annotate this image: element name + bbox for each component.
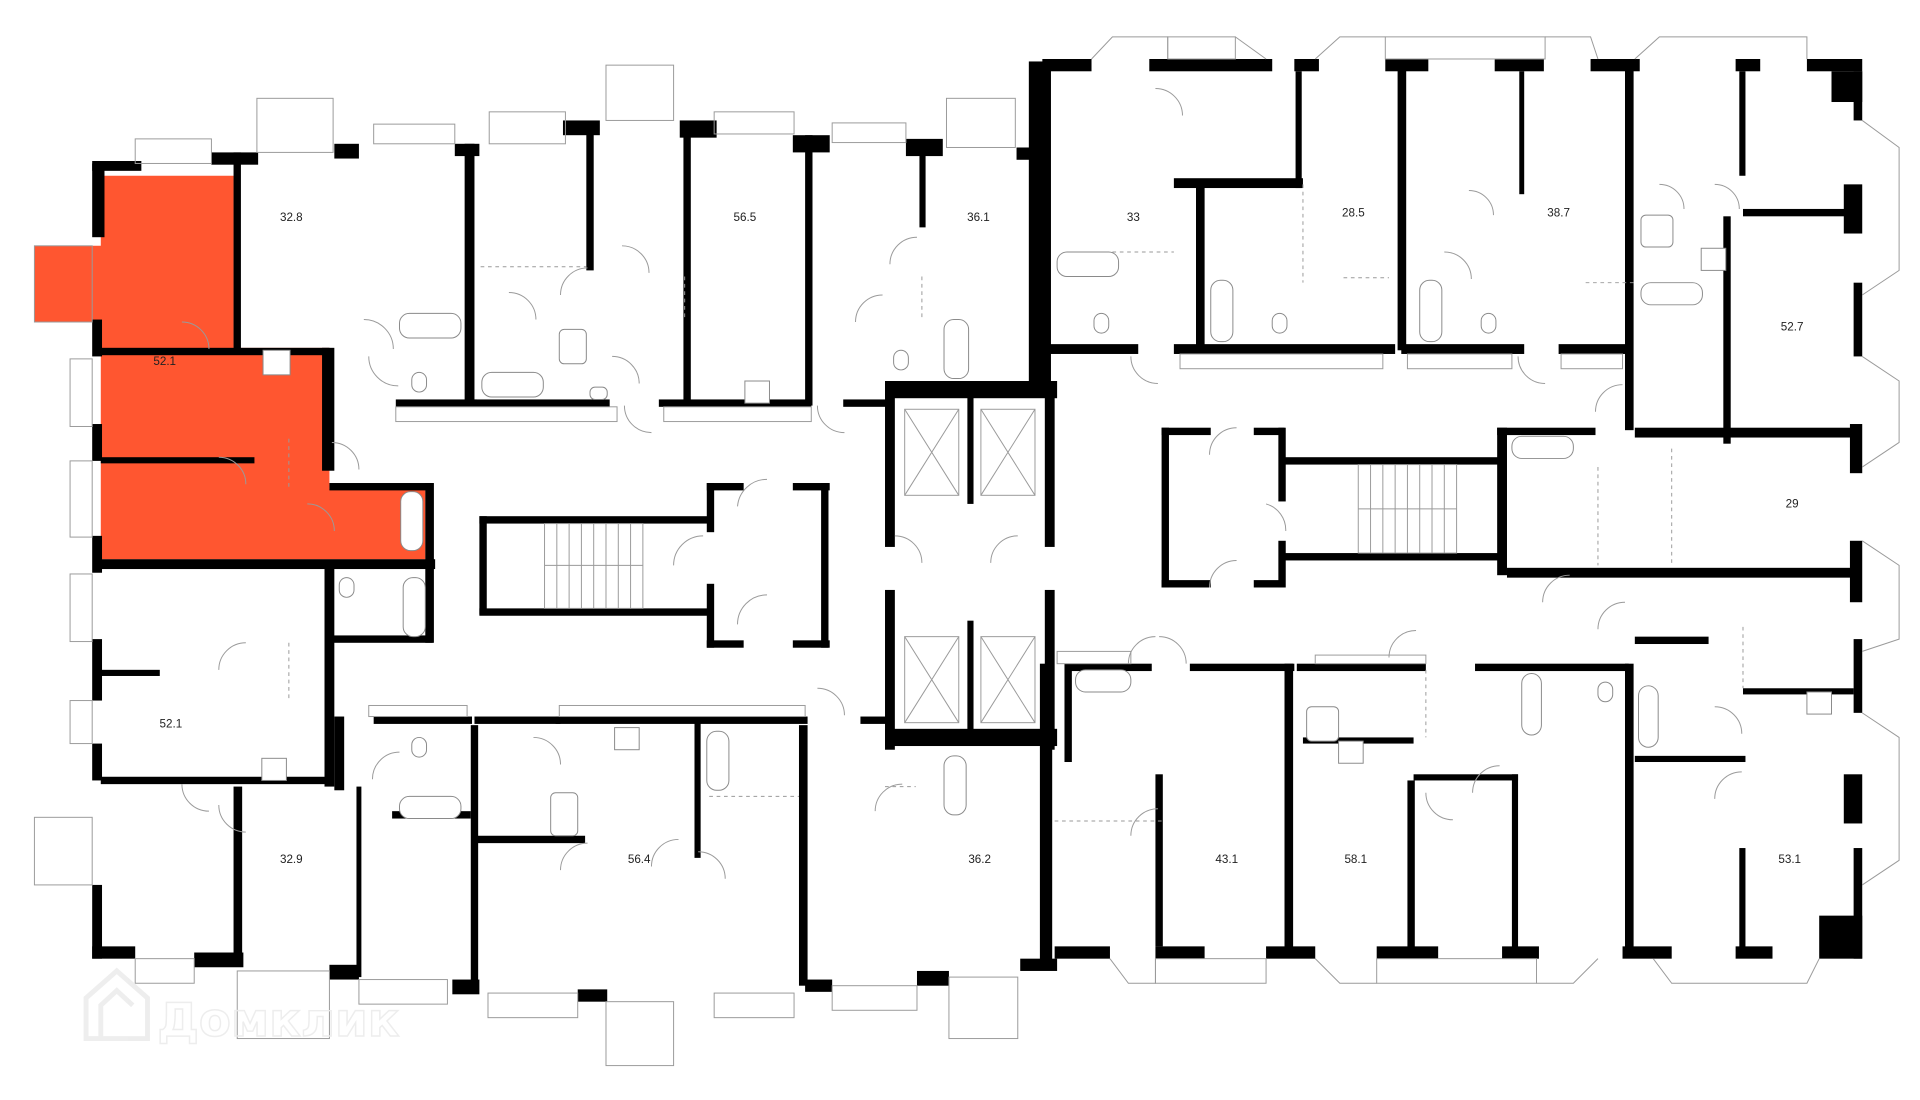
- apartment-43-1[interactable]: [1055, 671, 1285, 946]
- stoves: [261, 247, 1832, 781]
- shower-icon: [550, 792, 579, 837]
- apartment-38-7[interactable]: [1406, 71, 1625, 344]
- toilet-icon: [1271, 312, 1288, 334]
- apartment-56-5[interactable]: [474, 135, 806, 399]
- bathtub-icon: [1521, 673, 1542, 736]
- bathtub-icon: [398, 795, 462, 820]
- bathtub-icon: [706, 730, 730, 791]
- shower-icon: [1640, 214, 1674, 248]
- watermark-text: Домклик: [157, 994, 399, 1048]
- bathtub-icon: [1638, 685, 1659, 748]
- apartment-52-1-bottom[interactable]: [102, 569, 329, 778]
- sink-icon: [589, 386, 608, 400]
- bathtub-icon: [402, 577, 426, 638]
- apartment-area-label: 33: [1127, 211, 1140, 224]
- bathtub-icon: [400, 491, 424, 552]
- elevators: [904, 408, 1036, 724]
- stove-icon: [744, 380, 770, 404]
- toilet-icon: [1597, 681, 1614, 703]
- toilet-icon: [1093, 312, 1110, 334]
- stairwell-left: [544, 523, 644, 609]
- bathtub-icon: [398, 312, 462, 339]
- bathtub-icon: [943, 755, 967, 816]
- apartment-area-label-selected: 52.1: [153, 355, 176, 368]
- stairwell-right: [1357, 464, 1458, 554]
- stove-icon: [1806, 691, 1832, 715]
- bathtub-icon: [481, 371, 544, 398]
- balconies: [33, 36, 1900, 1067]
- apartment-area-label: 28.5: [1342, 206, 1365, 219]
- doors: [181, 88, 1743, 879]
- apartment-32-8[interactable]: [241, 160, 352, 344]
- apartment-33[interactable]: [1051, 71, 1196, 344]
- watermark: Домклик: [83, 967, 400, 1049]
- apartment-52-7[interactable]: [1634, 71, 1855, 427]
- room-dividers: [288, 184, 1744, 822]
- bathtub-icon: [943, 319, 970, 380]
- apartment-area-label: 36.2: [968, 853, 991, 866]
- apartment-area-label: 29: [1786, 498, 1799, 511]
- apartment-area-label: 56.4: [628, 853, 651, 866]
- toilet-icon: [893, 349, 909, 371]
- toilet-icon: [338, 577, 355, 598]
- apartment-area-label: 53.1: [1778, 853, 1801, 866]
- stove-icon: [262, 349, 291, 376]
- walls: [92, 58, 1863, 1002]
- house-logo-icon: [83, 967, 150, 1042]
- apartment-area-label: 52.7: [1781, 321, 1804, 334]
- fixtures: [338, 214, 1703, 837]
- toilet-icon: [1480, 312, 1497, 334]
- shower-icon: [558, 328, 587, 365]
- apartment-area-label: 52.1: [160, 718, 183, 731]
- shower-icon: [1306, 706, 1340, 742]
- area-labels: 32.8 52.1 56.5 36.1 33 28.5 38.7 52.7 29…: [153, 206, 1803, 865]
- bathtub-icon: [1419, 279, 1443, 343]
- bathtub-icon: [1056, 251, 1120, 278]
- stove-icon: [261, 757, 287, 781]
- stove-icon: [1700, 247, 1727, 271]
- apartment-58-1[interactable]: [1293, 671, 1625, 946]
- toilet-icon: [411, 371, 428, 393]
- apartment-area-label: 32.9: [280, 853, 303, 866]
- apartment-53-1[interactable]: [1634, 644, 1855, 946]
- apartment-29[interactable]: [1507, 438, 1854, 568]
- apartment-area-label: 58.1: [1344, 853, 1367, 866]
- apartment-area-label: 36.1: [967, 211, 990, 224]
- apartment-area-label: 38.7: [1547, 206, 1570, 219]
- apartment-32-9[interactable]: [242, 787, 359, 965]
- apartment-area-label: 56.5: [734, 211, 757, 224]
- bathtub-icon: [1511, 435, 1574, 459]
- apartment-area-label: 43.1: [1215, 853, 1238, 866]
- apartment-56-4[interactable]: [478, 724, 799, 982]
- stove-icon: [1338, 740, 1364, 764]
- bathtub-icon: [1210, 279, 1234, 343]
- bathtub-icon: [1075, 669, 1132, 693]
- apartment-area-label: 32.8: [280, 211, 303, 224]
- apartment-36-2[interactable]: [808, 746, 1040, 980]
- stove-icon: [614, 727, 640, 751]
- toilet-icon: [411, 736, 428, 758]
- apartment-28-5[interactable]: [1205, 71, 1398, 344]
- apartment-36-1[interactable]: [812, 147, 1028, 381]
- bathtub-icon: [1640, 282, 1703, 306]
